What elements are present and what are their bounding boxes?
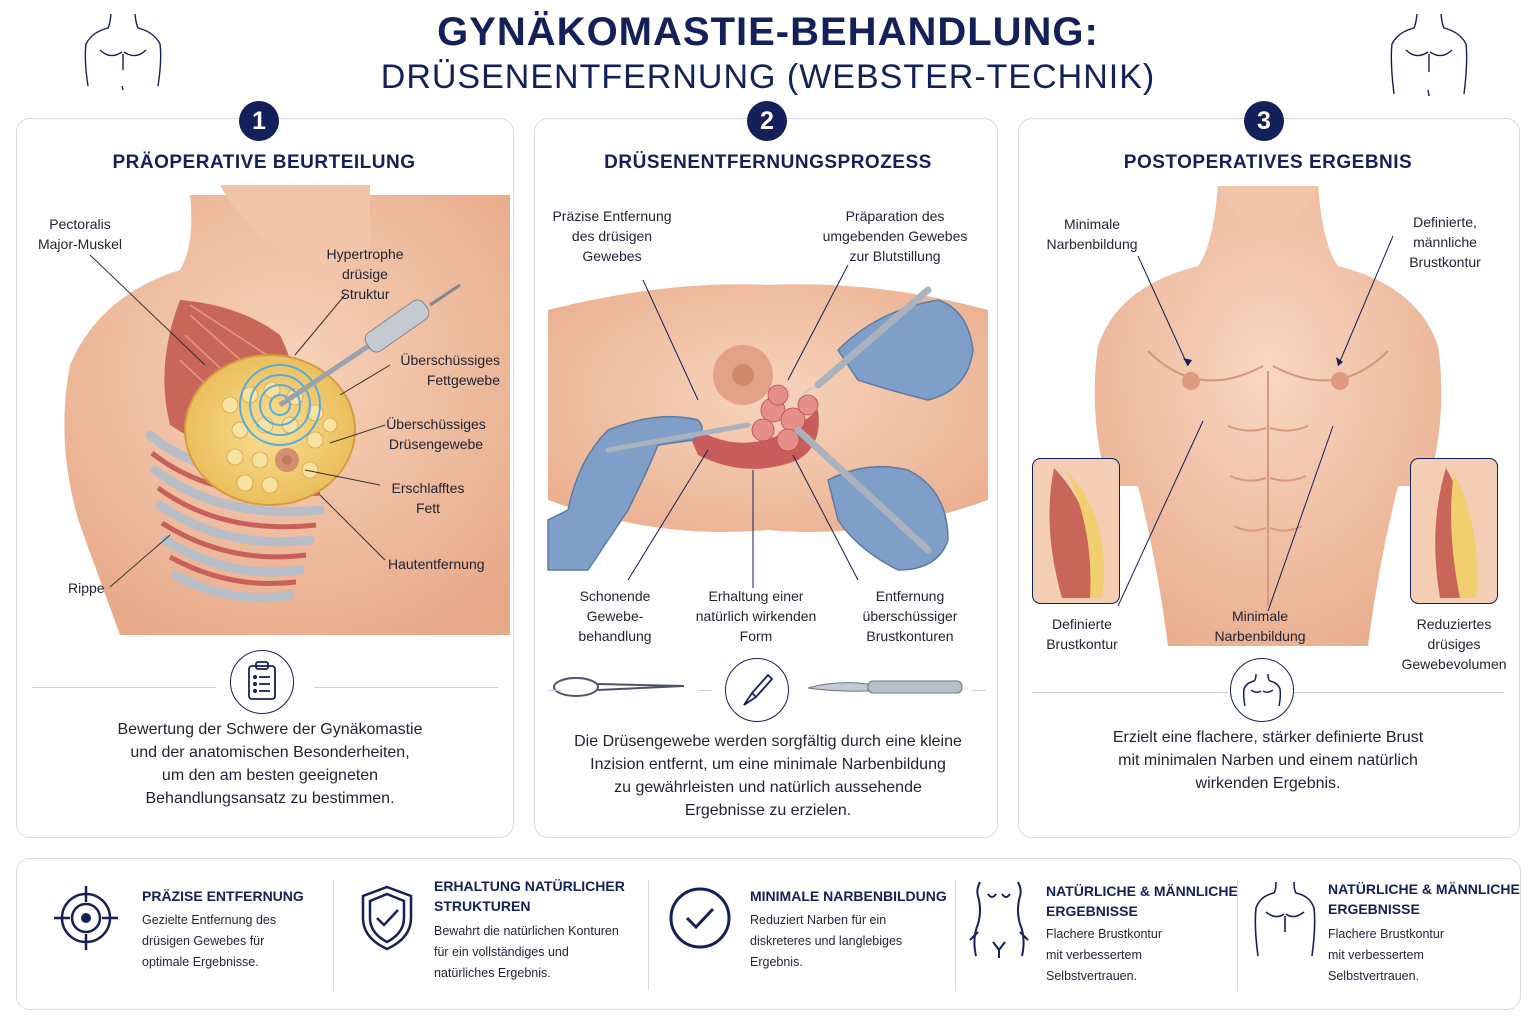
step-badge-3: 3 xyxy=(1244,101,1284,141)
label-hautentfernung: Hautentfernung xyxy=(388,556,485,572)
panel1-description: Bewertung der Schwere der Gynäkomastie u… xyxy=(117,721,423,807)
shield-check-icon xyxy=(361,885,413,951)
label-pectoralis: Pectoralis Major-Muskel xyxy=(37,216,122,252)
label-entfernung-konturen: Entfernung überschüssiger Brustkonturen xyxy=(862,588,958,644)
label-schonende-behandlung: Schonende Gewebe- behandlung xyxy=(578,588,652,644)
label-fettgewebe: Überschüssiges Fettgewebe xyxy=(400,352,500,388)
panel2-divider-c xyxy=(972,690,986,691)
postoperative-torso-illustration xyxy=(1094,186,1442,646)
corner-torso-right-icon xyxy=(1390,13,1468,97)
inset-tissue-left xyxy=(1032,458,1120,604)
label-rippe: Rippe xyxy=(68,580,105,596)
step-badge-2: 2 xyxy=(747,101,787,141)
label-erschlafftes-fett: Erschlafftes Fett xyxy=(391,480,465,516)
scalpel-icon xyxy=(725,658,789,722)
feature-text-1: Gezielte Entfernung des drüsigen Gewebes… xyxy=(142,913,277,969)
panel-title-preoperative: PRÄOPERATIVE BEURTEILUNG xyxy=(112,152,416,173)
label-reduziertes-volumen: Reduziertes drüsiges Gewebevolumen xyxy=(1401,616,1507,672)
chest-outline-icon xyxy=(1230,658,1294,722)
surgical-knife-icon xyxy=(807,680,963,694)
feature-text-3: Reduziert Narben für ein diskreteres und… xyxy=(750,913,903,969)
feature-separator-1 xyxy=(333,880,334,990)
step-badge-1: 1 xyxy=(239,101,279,141)
panel3-description: Erzielt eine flachere, stärker definiert… xyxy=(1112,729,1424,792)
clipboard-icon xyxy=(230,650,294,714)
label-praeparation: Präparation des umgebenden Gewebes zur B… xyxy=(822,208,968,264)
feature-title-3: MINIMALE NARBENBILDUNG xyxy=(750,888,947,904)
feature-title-5: NATÜRLICHE & MÄNNLICHE ERGEBNISSE xyxy=(1328,881,1520,917)
male-chest-icon xyxy=(1254,881,1316,957)
feature-separator-3 xyxy=(955,880,956,990)
feature-title-2: ERHALTUNG NATÜRLICHER STRUKTUREN xyxy=(434,878,625,914)
label-hypertrophe: Hypertrophe drüsige Struktur xyxy=(326,246,404,302)
label-definierte-brustkontur: Definierte Brustkontur xyxy=(1046,616,1118,652)
label-minimale-narben-bottom: Minimale Narbenbildung xyxy=(1214,608,1306,644)
feature-text-4: Flachere Brustkontur mit verbessertem Se… xyxy=(1046,927,1163,983)
panel3-divider-right xyxy=(1294,692,1504,693)
feature-separator-2 xyxy=(648,880,649,990)
main-subtitle: DRÜSENENTFERNUNG (WEBSTER-TECHNIK) xyxy=(380,58,1156,96)
label-definierte-maennliche: Definierte, männliche Brustkontur xyxy=(1409,214,1481,270)
scissors-icon xyxy=(553,677,685,697)
label-druesengewebe: Überschüssiges Drüsengewebe xyxy=(386,416,486,452)
panel2-divider-b xyxy=(698,690,712,691)
panel1-divider-left xyxy=(32,687,216,688)
label-praezise-entfernung: Präzise Entfernung des drüsigen Gewebes xyxy=(552,208,672,264)
torso-outline-icon xyxy=(969,881,1029,958)
features-bar xyxy=(16,858,1521,1010)
inset-tissue-right xyxy=(1410,458,1498,604)
feature-title-1: PRÄZISE ENTFERNUNG xyxy=(142,888,304,904)
panel2-divider-a xyxy=(548,690,562,691)
feature-text-2: Bewahrt die natürlichen Konturen für ein… xyxy=(434,924,619,980)
label-minimale-narben-top: Minimale Narbenbildung xyxy=(1046,216,1138,252)
feature-title-4: NATÜRLICHE & MÄNNLICHE ERGEBNISSE xyxy=(1046,883,1238,919)
panel3-divider-left xyxy=(1032,692,1228,693)
feature-text-5: Flachere Brustkontur mit verbessertem Se… xyxy=(1328,927,1445,983)
panel-title-postoperative: POSTOPERATIVES ERGEBNIS xyxy=(1123,152,1413,173)
corner-torso-left-icon xyxy=(84,13,162,91)
panel-title-removal: DRÜSENENTFERNUNGSPROZESS xyxy=(604,152,932,173)
surgery-illustration xyxy=(547,264,988,588)
feature-separator-4 xyxy=(1237,880,1238,990)
main-title: GYNÄKOMASTIE-BEHANDLUNG: xyxy=(437,10,1099,54)
panel1-divider-right xyxy=(314,687,498,688)
preoperative-chest-illustration xyxy=(64,185,510,635)
panel2-description: Die Drüsengewebe werden sorgfältig durch… xyxy=(574,733,962,819)
check-circle-icon xyxy=(669,887,731,949)
label-erhaltung-form: Erhaltung einer natürlich wirkenden Form xyxy=(695,588,817,644)
target-icon xyxy=(54,886,118,950)
